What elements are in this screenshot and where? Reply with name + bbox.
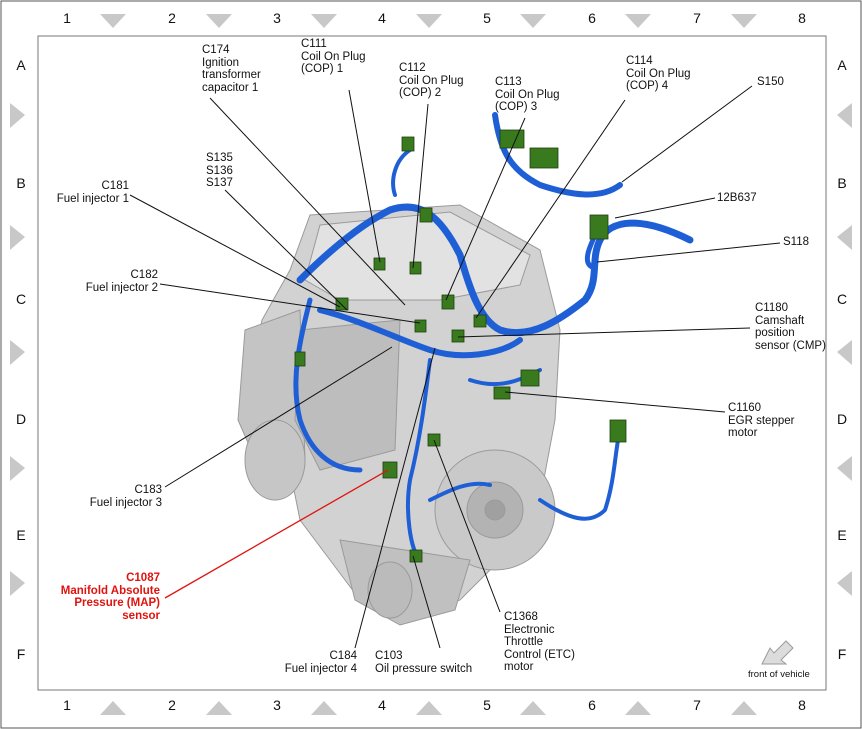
grid-row-label: B	[16, 175, 26, 191]
grid-row-label: F	[837, 646, 847, 662]
label-s150: S150	[757, 76, 784, 88]
grid-row-label: D	[15, 411, 27, 427]
right-border-triangles	[837, 103, 852, 596]
grid-column-label: 3	[273, 10, 281, 26]
grid-column-label: 8	[798, 697, 806, 713]
label-c113: C113 Coil On Plug (COP) 3	[495, 76, 560, 113]
grid-row-label: A	[837, 57, 847, 73]
grid-column-label: 3	[273, 697, 281, 713]
grid-column-label: 2	[168, 697, 176, 713]
grid-row-label: C	[836, 291, 848, 307]
grid-row-label: E	[837, 527, 847, 543]
connectors	[294, 129, 627, 563]
label-c1160: C1160 EGR stepper motor	[728, 402, 795, 439]
grid-column-label: 1	[63, 697, 71, 713]
label-c174: C174 Ignition transformer capacitor 1	[202, 44, 261, 94]
grid-column-label: 5	[483, 10, 491, 26]
label-12b637: 12B637	[717, 192, 757, 204]
grid-column-label: 4	[378, 10, 386, 26]
label-c182: C182 Fuel injector 2	[85, 269, 158, 294]
grid-column-label: 6	[588, 10, 596, 26]
grid-column-label: 1	[63, 10, 71, 26]
grid-column-label: 7	[693, 697, 701, 713]
grid-column-label: 8	[798, 10, 806, 26]
top-border-triangles	[100, 14, 757, 28]
label-c1180: C1180 Camshaft position sensor (CMP)	[755, 302, 826, 352]
label-c184: C184 Fuel injector 4	[284, 650, 357, 675]
front-arrow-icon	[761, 640, 794, 665]
grid-row-label: D	[836, 411, 848, 427]
grid-row-label: A	[16, 57, 26, 73]
grid-column-label: 6	[588, 697, 596, 713]
grid-column-label: 5	[483, 697, 491, 713]
grid-row-label: F	[16, 646, 26, 662]
label-c103: C103 Oil pressure switch	[375, 650, 473, 675]
left-border-triangles	[10, 103, 25, 596]
label-s118: S118	[783, 236, 810, 248]
label-c111: C111 Coil On Plug (COP) 1	[301, 38, 366, 75]
grid-row-label: E	[16, 527, 26, 543]
grid-column-label: 4	[378, 697, 386, 713]
front-of-vehicle-label: front of vehicle	[748, 669, 810, 680]
label-c114: C114 Coil On Plug (COP) 4	[626, 55, 691, 92]
label-c1368: C1368 Electronic Throttle Control (ETC) …	[504, 611, 575, 673]
inner-frame	[37, 35, 827, 691]
grid-row-label: C	[15, 291, 27, 307]
label-c1087-map-sensor: C1087 Manifold Absolute Pressure (MAP) s…	[60, 572, 160, 622]
grid-column-label: 7	[693, 10, 701, 26]
label-s135-s136-s137: S135 S136 S137	[206, 152, 233, 189]
label-c181: C181 Fuel injector 1	[56, 180, 129, 205]
leader-lines	[129, 85, 781, 649]
grid-column-label: 2	[168, 10, 176, 26]
bottom-border-triangles	[100, 701, 757, 715]
engine-block	[237, 204, 561, 626]
label-c183: C183 Fuel injector 3	[89, 484, 162, 509]
wiring-harness	[293, 112, 694, 562]
label-c112: C112 Coil On Plug (COP) 2	[399, 62, 464, 99]
grid-row-label: B	[837, 175, 847, 191]
